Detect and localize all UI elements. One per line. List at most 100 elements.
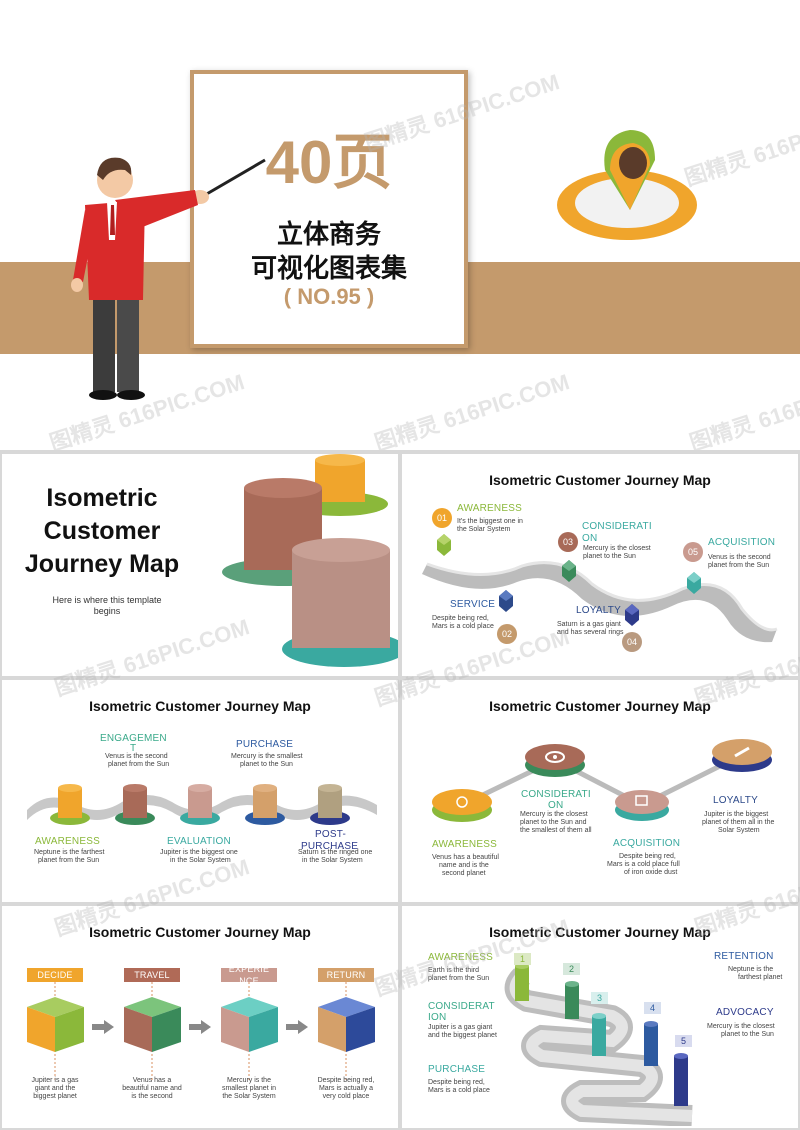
stage-desc: beautiful name and xyxy=(122,1085,182,1092)
step-desc: and has several rings xyxy=(557,629,624,636)
step-label: AWARENESS xyxy=(457,503,522,514)
cover-pages: 40页 xyxy=(265,129,393,196)
slide-journey-road[interactable]: Isometric Customer Journey Map 01 AWAREN… xyxy=(402,454,798,676)
step-label: RETENTION xyxy=(714,951,774,962)
step-desc: Venus is the second xyxy=(708,554,771,561)
stage-desc: Venus has a xyxy=(132,1077,172,1084)
slide5-title: Isometric Customer Journey Map xyxy=(89,924,311,940)
step-desc: Venus has a beautiful xyxy=(432,854,499,861)
stage-label: RETURN xyxy=(326,970,366,980)
stage-tag xyxy=(27,968,83,982)
stage-label: DECIDE xyxy=(37,970,73,980)
step-desc: Despite being red, xyxy=(428,1079,485,1086)
step-desc: Jupiter is the biggest one xyxy=(160,849,238,856)
step-number: 5 xyxy=(675,1035,693,1047)
step-number: 4 xyxy=(644,1002,662,1014)
cylinders-illustration xyxy=(222,454,398,667)
cylinder-awareness xyxy=(50,784,90,825)
stage-desc: the Solar System xyxy=(222,1093,276,1100)
step-label: ON xyxy=(582,533,598,544)
step-desc: planet from the Sun xyxy=(38,857,100,864)
step-label: ACQUISITION xyxy=(708,537,776,548)
slide3-title: Isometric Customer Journey Map xyxy=(89,698,311,714)
stage-desc: very cold place xyxy=(322,1093,370,1100)
step-desc: the Solar System xyxy=(457,526,511,533)
step-desc: farthest planet xyxy=(738,974,783,981)
step-desc: It's the biggest one in xyxy=(457,518,523,525)
gem-icon xyxy=(562,560,576,582)
step-label: CONSIDERATI xyxy=(582,521,652,532)
step-desc: name and is the xyxy=(439,862,489,869)
step-label: AWARENESS xyxy=(428,952,493,963)
stage-desc: Jupiter is a gas xyxy=(31,1077,79,1084)
stage-desc: is the second xyxy=(131,1093,173,1100)
slide-journey-nodes[interactable]: Isometric Customer Journey Map AWARENESS… xyxy=(402,680,798,902)
stage-label: EXPERIE xyxy=(228,964,270,974)
step-desc: Mercury is the closest xyxy=(583,545,651,552)
step-desc: Mercury is the closest xyxy=(520,811,588,818)
cover-line2: 可视化图表集 xyxy=(250,253,407,283)
step-label: LOYALTY xyxy=(713,795,758,806)
step-label: CONSIDERAT xyxy=(428,1001,495,1012)
step-desc: Solar System xyxy=(718,827,760,834)
gem-icon xyxy=(499,590,513,612)
gem-icon xyxy=(687,572,701,594)
path-illustration xyxy=(27,795,377,820)
slide-journey-path[interactable]: Isometric Customer Journey Map ENGAGEMEN… xyxy=(2,680,398,902)
step-desc: the smallest of them all xyxy=(520,827,592,834)
cover-code: ( NO.95 ) xyxy=(283,284,375,309)
step-desc: planet from the Sun xyxy=(108,761,170,768)
stage-desc: smallest planet in xyxy=(221,1085,277,1092)
watermark: 图精灵 616PIC.COM xyxy=(371,369,573,450)
step-label: LOYALTY xyxy=(576,605,621,616)
stage-desc: Mercury is the xyxy=(227,1077,271,1084)
nodes-illustration xyxy=(432,739,772,822)
step-desc: Jupiter is a gas giant xyxy=(428,1024,493,1031)
slide-journey-snake[interactable]: Isometric Customer Journey Map 1 2 3 4 5… xyxy=(402,906,798,1128)
slide-title[interactable]: Isometric Customer Journey Map Here is w… xyxy=(2,454,398,676)
step-desc: Despite being red, xyxy=(432,615,489,622)
step-label: AWARENESS xyxy=(432,839,497,850)
step-desc: Saturn is the ringed one xyxy=(298,849,373,856)
step-desc: Jupiter is the biggest xyxy=(704,811,769,818)
road-illustration xyxy=(422,561,778,643)
step-desc: Saturn is a gas giant xyxy=(557,621,621,628)
slide-journey-cubes[interactable]: Isometric Customer Journey Map DECIDE TR… xyxy=(2,906,398,1128)
cylinder-post-purchase xyxy=(310,784,350,825)
cubes-illustration xyxy=(27,982,375,1082)
step-label: ADVOCACY xyxy=(716,1007,774,1018)
step-desc: planet to the Sun and xyxy=(520,819,587,826)
step-label: ENGAGEMEN xyxy=(100,733,167,744)
cover-line1: 立体商务 xyxy=(276,219,381,249)
cylinder-engagement xyxy=(115,784,155,825)
step-desc: and the biggest planet xyxy=(428,1032,497,1039)
gem-icon xyxy=(625,604,639,626)
stage-desc: Mars is actually a xyxy=(318,1085,374,1092)
snake-path-illustration xyxy=(504,963,693,1126)
slide1-subtitle-l2: begins xyxy=(93,606,121,616)
step-badge: 05 xyxy=(683,542,703,562)
step-desc: Venus is the second xyxy=(105,753,168,760)
step-label: AWARENESS xyxy=(35,836,100,847)
step-desc: Despite being red, xyxy=(619,853,676,860)
step-label: POST- xyxy=(315,829,347,840)
step-label: PURCHASE xyxy=(428,1064,486,1075)
step-desc: Mercury is the smallest xyxy=(231,753,303,760)
stage-tag xyxy=(221,968,277,982)
watermark: 图精灵 616PIC.COM xyxy=(686,369,800,450)
step-label: PURCHASE xyxy=(236,739,294,750)
cover-card: 40页 立体商务 可视化图表集 ( NO.95 ) xyxy=(190,70,468,348)
location-pin-icon xyxy=(557,130,697,240)
stage-tag xyxy=(318,968,374,982)
step-label: EVALUATION xyxy=(167,836,231,847)
stage-desc: giant and the xyxy=(34,1085,76,1092)
cover-slide[interactable]: 40页 立体商务 可视化图表集 ( NO.95 ) 图精灵 616PIC.COM… xyxy=(0,0,800,450)
step-label: ION xyxy=(428,1012,447,1023)
cylinder-evaluation xyxy=(180,784,220,825)
stage-desc: biggest planet xyxy=(33,1093,77,1100)
step-desc: in the Solar System xyxy=(302,857,363,864)
step-label: ON xyxy=(548,800,564,811)
slide2-title: Isometric Customer Journey Map xyxy=(489,472,711,488)
step-badge: 03 xyxy=(558,532,578,552)
step-number: 2 xyxy=(563,963,581,975)
